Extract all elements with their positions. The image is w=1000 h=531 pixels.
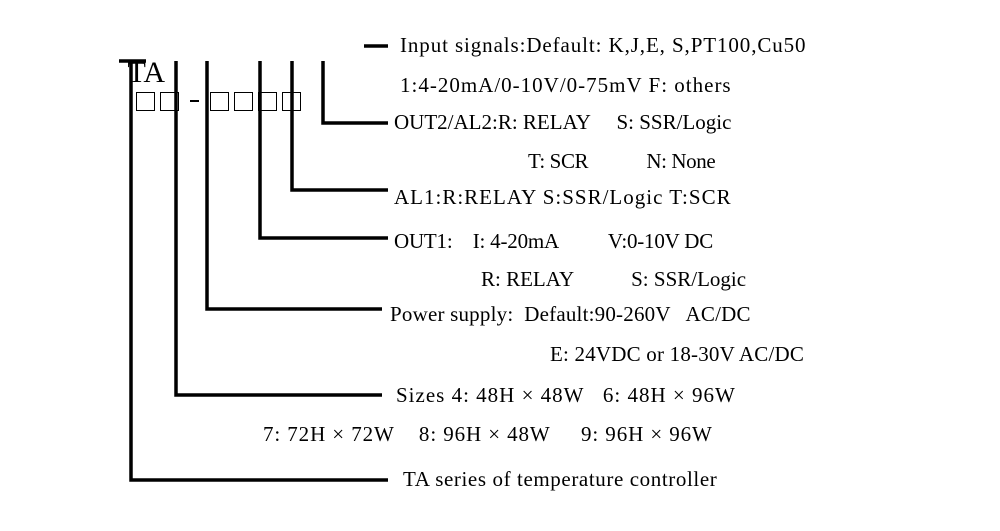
out2-line2: T: SCR N: None [528, 149, 716, 173]
connector-sizes [174, 61, 382, 397]
out1-line2: R: RELAY S: SSR/Logic [481, 267, 747, 291]
sizes-line2: 7: 72H × 72W 8: 96H × 48W 9: 96H × 96W [263, 422, 713, 446]
code-box-size [136, 92, 155, 111]
code-box-input [282, 92, 301, 111]
al1-line1: AL1:R:RELAY S:SSR/Logic T:SCR [394, 185, 732, 209]
code-box-al1 [234, 92, 253, 111]
code-box-out2 [258, 92, 277, 111]
code-box-power [160, 92, 179, 111]
connector-out2 [321, 61, 388, 125]
model-code: TA [113, 28, 306, 118]
input-signals-line1: Input signals:Default: K,J,E, S,PT100,Cu… [400, 33, 807, 57]
code-separator [190, 100, 199, 102]
power-line2: E: 24VDC or 18-30V AC/DC [550, 342, 805, 366]
input-signals-line2: 1:4-20mA/0-10V/0-75mV F: others [400, 73, 732, 97]
connector-power [205, 61, 382, 311]
model-prefix: TA [127, 56, 166, 89]
sizes-line1: Sizes 4: 48H × 48W 6: 48H × 96W [396, 383, 736, 407]
series-line1: TA series of temperature controller [403, 467, 718, 491]
out1-line1: OUT1: I: 4-20mA V:0-10V DC [394, 229, 714, 253]
connector-out1 [258, 61, 388, 240]
connector-al1 [290, 61, 388, 192]
code-box-out1 [210, 92, 229, 111]
power-line1: Power supply: Default:90-260V AC/DC [390, 302, 751, 326]
connector-series [129, 61, 388, 482]
out2-line1: OUT2/AL2:R: RELAY S: SSR/Logic [394, 110, 732, 134]
